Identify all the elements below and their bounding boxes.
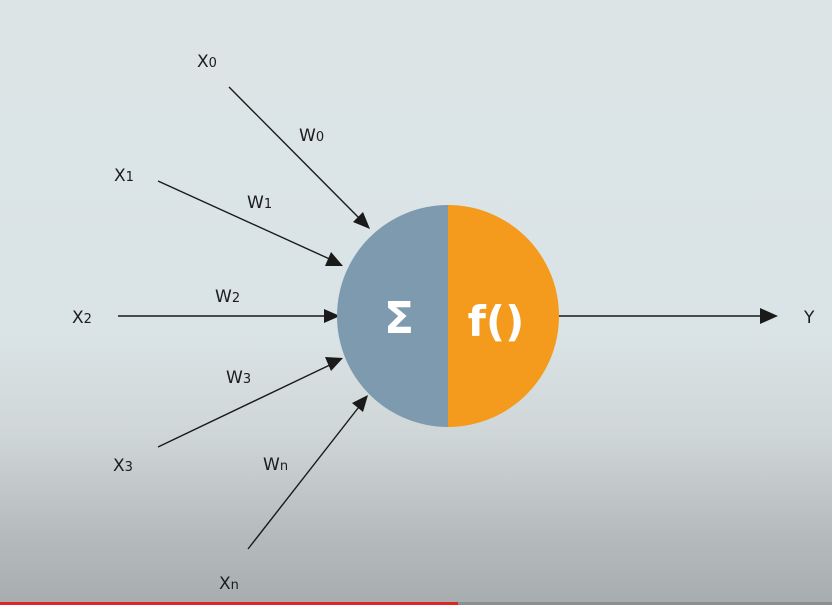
input-arrow-1	[157, 180, 343, 266]
output-arrow	[558, 308, 778, 324]
summation-symbol: Σ	[384, 293, 414, 344]
input-arrow-2	[118, 309, 340, 323]
input-label-x0: X0	[197, 52, 217, 72]
weight-label-w1: W1	[247, 193, 272, 213]
input-arrow-0	[228, 86, 370, 229]
weight-label-w3: W3	[226, 368, 251, 388]
activation-function-symbol: f()	[468, 297, 525, 346]
input-label-xn: Xn	[219, 574, 239, 594]
input-arrow-3	[157, 357, 343, 448]
video-progress-bar[interactable]	[0, 602, 832, 605]
input-label-x2: X2	[72, 308, 92, 328]
input-arrow-n	[247, 395, 368, 550]
weight-label-w0: W0	[299, 126, 324, 146]
output-label-y: Y	[803, 308, 815, 328]
input-label-x1: X1	[114, 166, 134, 186]
neuron: Σ f()	[337, 205, 559, 427]
weight-label-w2: W2	[215, 287, 240, 307]
weight-label-wn: Wn	[263, 455, 288, 475]
video-progress-fill	[0, 602, 458, 605]
input-label-x3: X3	[113, 456, 133, 476]
